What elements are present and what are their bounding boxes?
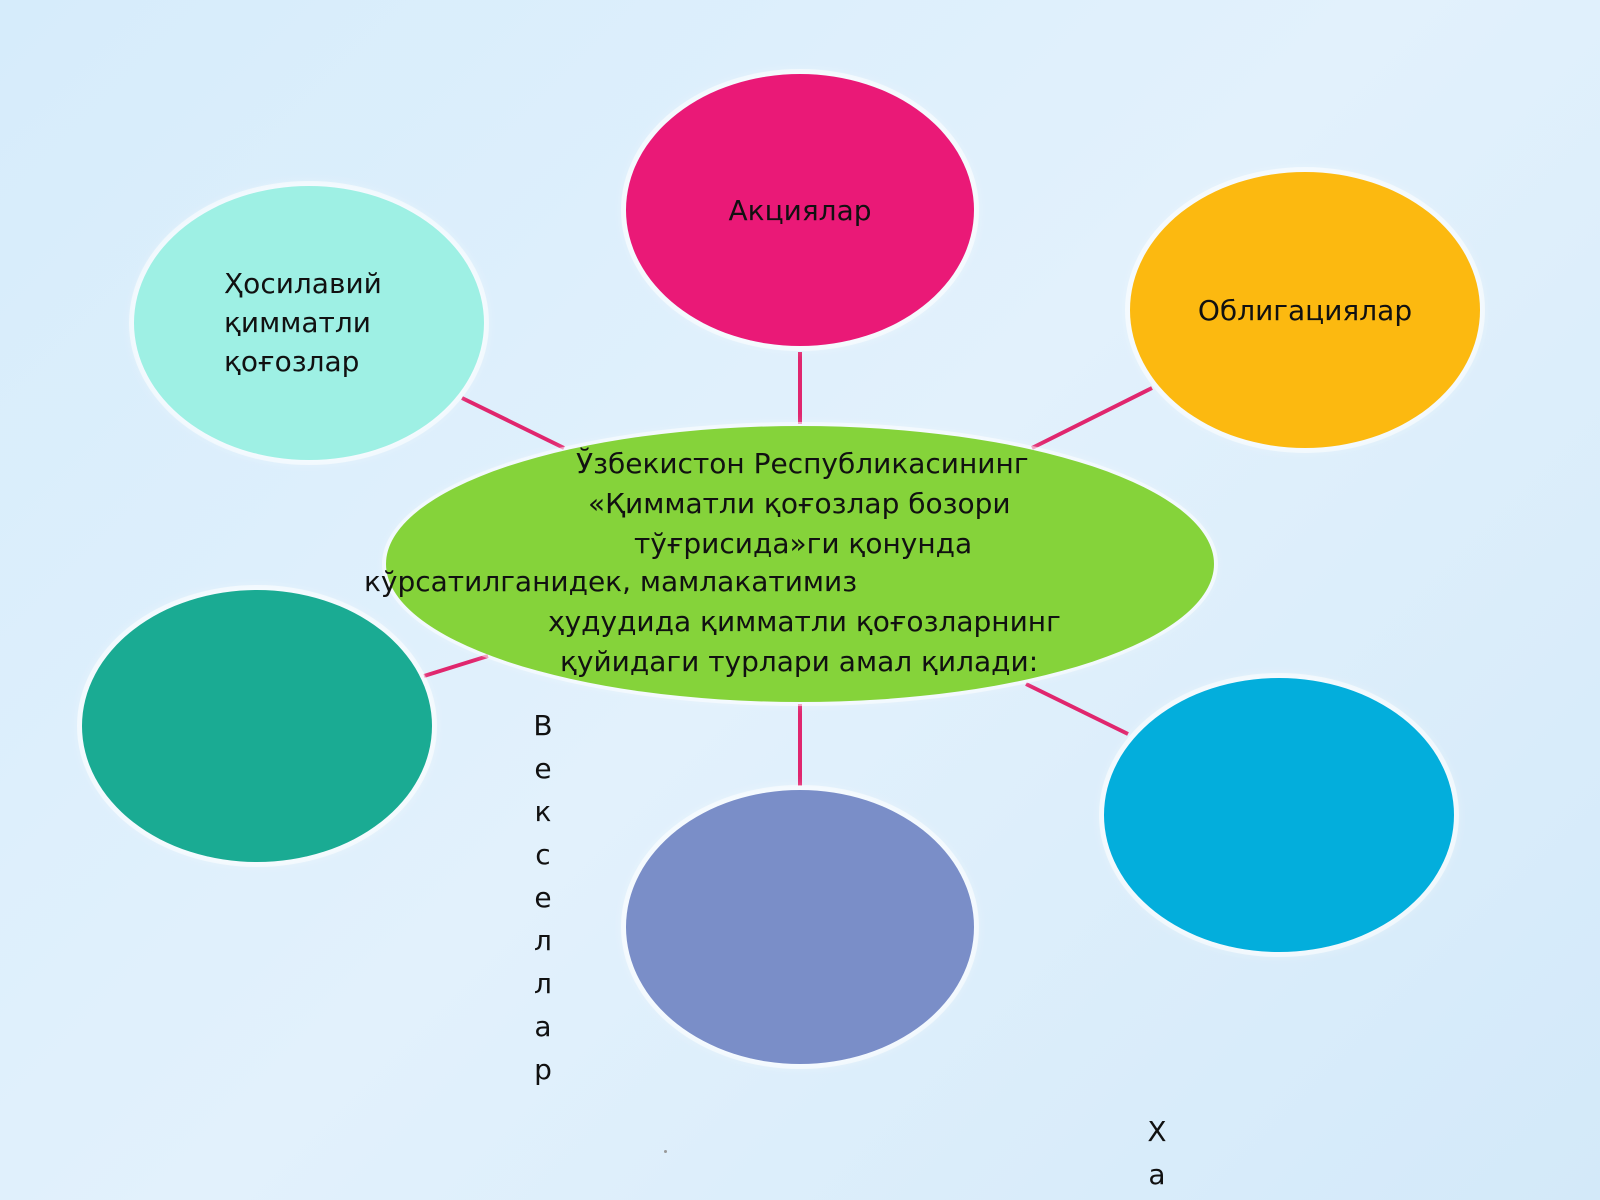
center-text-line-1: Ўзбекистон Республикасининг [576,447,1029,480]
connector-bonds [1031,386,1153,450]
center-text-line-2: «Қимматли қоғозлар бозори [588,487,1011,520]
node-bonds: Облигациялар [1130,172,1480,448]
node-stocks-label: Акциялар [728,193,872,227]
bills-vertical-label: Векселлар [533,709,553,1086]
center-text-line-5: ҳудудида қимматли қоғозларнинг [548,605,1061,638]
center-text-line-4: кўрсатилганидек, мамлакатимиз [364,565,858,598]
center-text-line-6: қуйидаги турлари амал қилади: [560,645,1039,678]
partial-vertical-label: Ха [1147,1115,1167,1191]
node-teal-empty [82,590,432,862]
center-text-line-3: тўғрисида»ги қонунда [634,527,973,560]
node-bonds-label: Облигациялар [1197,293,1413,327]
stray-dot [664,1150,667,1153]
connector-derivatives [461,396,565,450]
connector-blue [1025,682,1129,736]
node-blue-empty [1104,678,1454,952]
node-purple-empty [626,790,974,1064]
node-stocks: Акциялар [626,74,974,346]
node-derivatives: Ҳосилавий қимматли қоғозлар [134,186,484,460]
node-derivatives-label: Ҳосилавий қимматли қоғозлар [224,267,382,378]
connector-teal [423,654,489,678]
center-node [386,426,1214,702]
